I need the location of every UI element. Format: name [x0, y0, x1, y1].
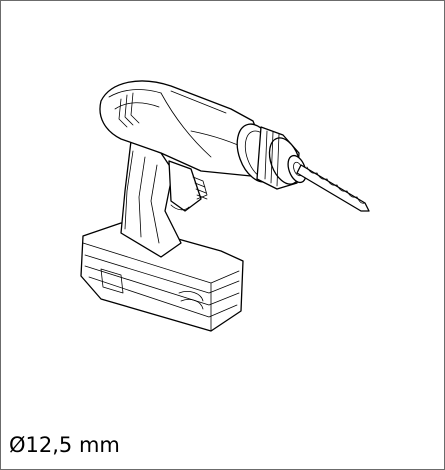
drill-bit	[296, 164, 370, 212]
drill-diameter-caption: Ø12,5 mm	[9, 433, 120, 457]
trigger	[168, 160, 208, 212]
handle	[120, 140, 182, 258]
chuck	[256, 126, 307, 190]
cordless-drill-icon	[80, 80, 370, 332]
battery-pack	[80, 222, 244, 332]
